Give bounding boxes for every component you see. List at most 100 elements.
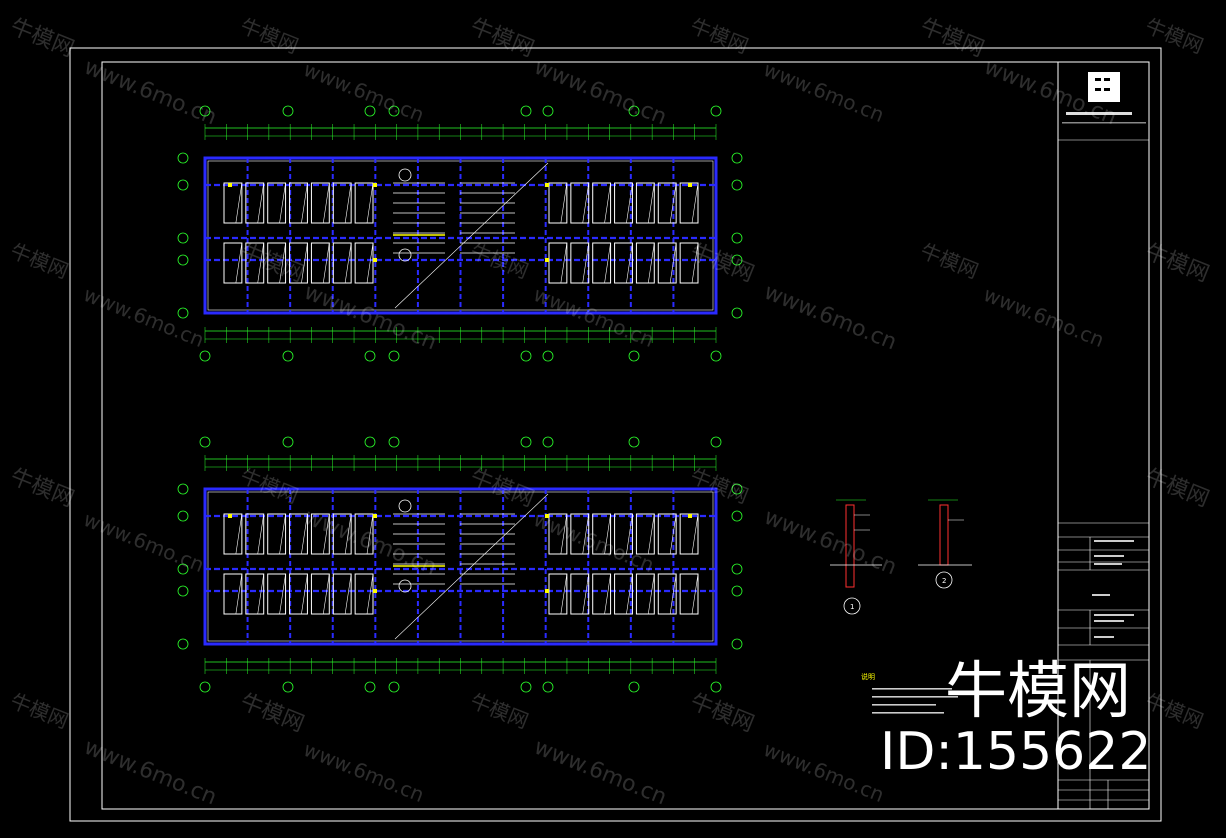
axis-bubble	[199, 105, 211, 117]
axis-bubble	[542, 681, 554, 693]
company-logo	[1088, 72, 1120, 102]
room-cell	[635, 513, 655, 555]
axis-bubble	[520, 681, 532, 693]
wall-detail-1: 1	[830, 499, 882, 615]
axis-bubble	[542, 436, 554, 448]
room-cell	[245, 513, 265, 555]
room-cell	[354, 242, 374, 284]
axis-bubble	[731, 638, 743, 650]
axis-bubble	[177, 638, 189, 650]
room-cell	[657, 513, 677, 555]
room-cell	[657, 182, 677, 224]
room-cell	[310, 182, 330, 224]
diagonal-opening-mark	[394, 162, 549, 309]
axis-bubble	[520, 436, 532, 448]
axis-bubble	[282, 436, 294, 448]
room-cell	[614, 513, 633, 555]
axis-bubble	[542, 350, 554, 362]
axis-bubble	[710, 436, 722, 448]
column-mark	[688, 183, 692, 187]
room-cell	[310, 573, 330, 615]
room-cell	[614, 573, 633, 615]
title-block	[1057, 62, 1149, 809]
column-mark	[373, 258, 377, 262]
inner-drawing-border	[101, 61, 1150, 810]
axis-bubble	[520, 350, 532, 362]
room-cell	[570, 573, 590, 615]
room-cell	[592, 242, 612, 284]
axis-bubble	[710, 350, 722, 362]
room-cell	[548, 573, 568, 615]
room-cell	[289, 573, 308, 615]
axis-bubble	[282, 105, 294, 117]
room-cell	[635, 182, 655, 224]
axis-bubble	[177, 563, 189, 575]
column-mark	[545, 258, 549, 262]
room-cell	[310, 242, 330, 284]
room-cell	[354, 513, 374, 555]
room-cell	[635, 242, 655, 284]
axis-bubble	[710, 681, 722, 693]
column-mark	[228, 183, 232, 187]
diagonal-opening-mark	[394, 493, 549, 640]
axis-bubble	[364, 350, 376, 362]
axis-bubble	[282, 681, 294, 693]
room-cell	[592, 573, 612, 615]
room-cell	[570, 513, 590, 555]
axis-bubble	[282, 350, 294, 362]
room-cell	[223, 242, 243, 284]
axis-bubble	[199, 681, 211, 693]
axis-bubble	[177, 254, 189, 266]
room-cell	[679, 242, 699, 284]
room-cell	[332, 513, 352, 555]
axis-bubble	[731, 232, 743, 244]
section-mark	[398, 248, 412, 262]
wall-detail-2: 2	[918, 499, 972, 589]
room-cell	[223, 513, 243, 555]
axis-bubble	[731, 563, 743, 575]
notes-heading: 说明	[861, 672, 875, 681]
room-cell	[267, 182, 287, 224]
id-watermark: ID:155622	[880, 722, 1152, 782]
room-cell	[310, 513, 330, 555]
general-notes: 说明	[861, 672, 958, 714]
axis-bubble	[731, 307, 743, 319]
column-mark	[228, 514, 232, 518]
axis-bubble	[628, 105, 640, 117]
axis-bubble	[542, 105, 554, 117]
room-cell	[289, 182, 308, 224]
axis-bubble	[520, 105, 532, 117]
axis-bubble	[628, 350, 640, 362]
axis-bubble	[731, 510, 743, 522]
room-cell	[223, 573, 243, 615]
section-mark	[398, 579, 412, 593]
axis-bubble	[388, 350, 400, 362]
axis-bubble	[628, 681, 640, 693]
floor-plan-lower	[177, 436, 743, 693]
column-mark	[373, 183, 377, 187]
axis-bubble	[731, 483, 743, 495]
axis-bubble	[177, 585, 189, 597]
axis-bubble	[731, 152, 743, 164]
room-cell	[548, 182, 568, 224]
detail-1-tag: 1	[850, 603, 854, 611]
room-cell	[354, 573, 374, 615]
axis-bubble	[364, 105, 376, 117]
room-cell	[548, 513, 568, 555]
axis-bubble	[710, 105, 722, 117]
room-cell	[592, 182, 612, 224]
room-cell	[267, 513, 287, 555]
axis-bubble	[199, 436, 211, 448]
section-mark	[398, 499, 412, 513]
room-cell	[570, 182, 590, 224]
room-cell	[354, 182, 374, 224]
room-cell	[223, 182, 243, 224]
room-cell	[679, 513, 699, 555]
room-cell	[289, 513, 308, 555]
room-cell	[614, 242, 633, 284]
room-cell	[267, 573, 287, 615]
room-cell	[657, 242, 677, 284]
detail-2-tag: 2	[942, 577, 946, 585]
column-mark	[373, 514, 377, 518]
axis-bubble	[628, 436, 640, 448]
